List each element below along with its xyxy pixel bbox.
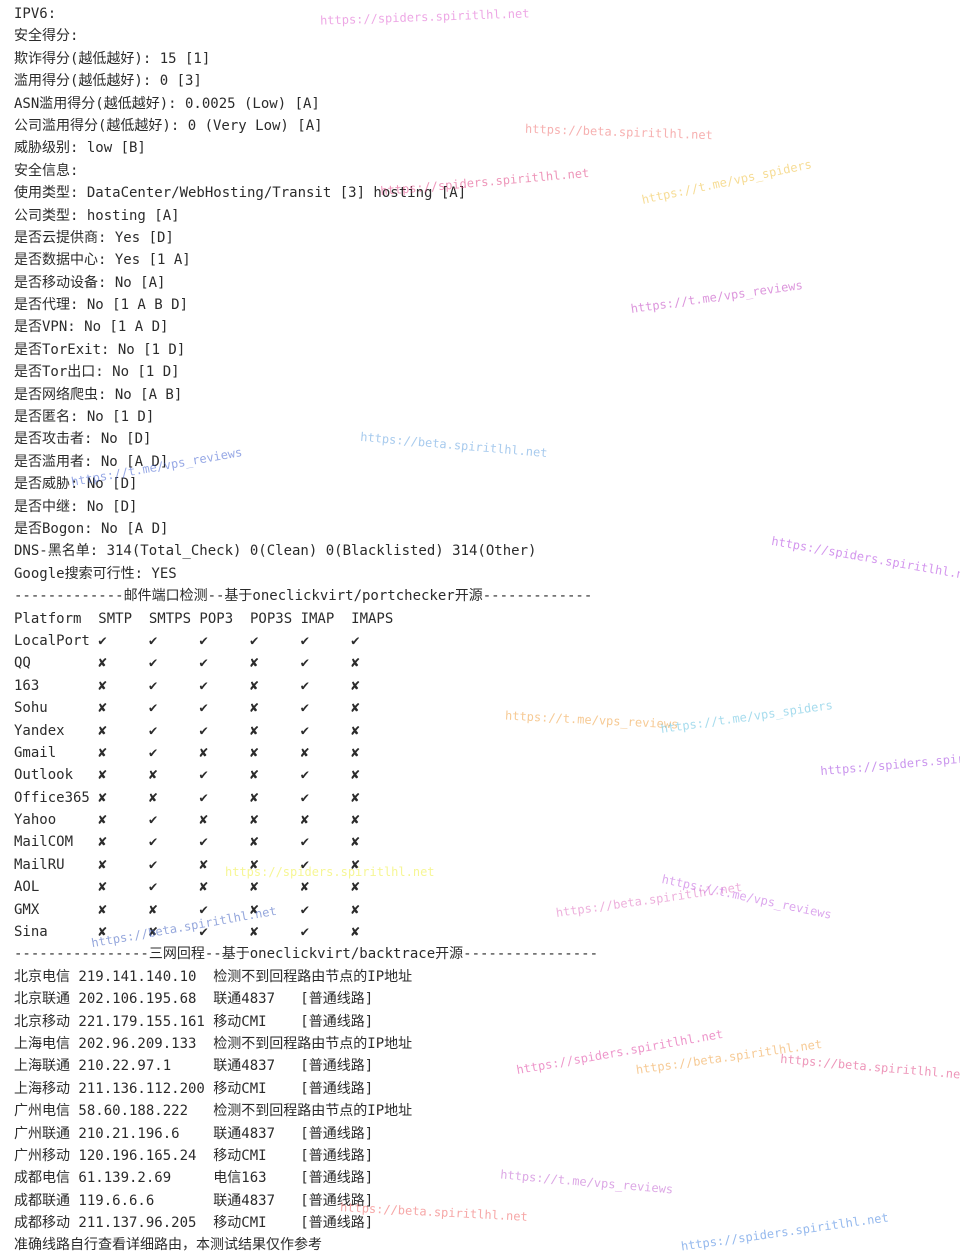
terminal-line: 北京移动 221.179.155.161 移动CMI [普通线路] xyxy=(14,1013,374,1030)
terminal-line: 威胁级别: low [B] xyxy=(14,140,146,157)
terminal-line: ASN滥用得分(越低越好): 0.0025 (Low) [A] xyxy=(14,95,320,112)
terminal-line: -------------邮件端口检测--基于oneclickvirt/port… xyxy=(14,588,593,605)
terminal-line: AOL ✘ ✔ ✘ ✘ ✘ ✘ xyxy=(14,879,360,896)
terminal-line: 是否移动设备: No [A] xyxy=(14,274,166,291)
terminal-output: IPV6: 安全得分: 欺诈得分(越低越好): 15 [1] 滥用得分(越低越好): … xyxy=(14,3,954,1257)
terminal-line: Sina ✘ ✘ ✔ ✘ ✔ ✘ xyxy=(14,924,360,941)
terminal-line: 是否VPN: No [1 A D] xyxy=(14,319,169,336)
terminal-line: 是否网络爬虫: No [A B] xyxy=(14,386,183,403)
terminal-line: 公司类型: hosting [A] xyxy=(14,207,180,224)
terminal-line: 是否中继: No [D] xyxy=(14,498,138,515)
terminal-line: 公司滥用得分(越低越好): 0 (Very Low) [A] xyxy=(14,117,323,134)
terminal-line: 广州联通 210.21.196.6 联通4837 [普通线路] xyxy=(14,1125,374,1142)
terminal-line: 北京电信 219.141.140.10 检测不到回程路由节点的IP地址 xyxy=(14,968,413,985)
terminal-line: GMX ✘ ✘ ✔ ✘ ✔ ✘ xyxy=(14,901,360,918)
terminal-line: Sohu ✘ ✔ ✔ ✘ ✔ ✘ xyxy=(14,700,360,717)
terminal-line: Gmail ✘ ✔ ✘ ✘ ✘ ✘ xyxy=(14,744,360,761)
terminal-line: 安全得分: xyxy=(14,28,79,45)
terminal-line: Outlook ✘ ✘ ✔ ✘ ✔ ✘ xyxy=(14,767,360,784)
terminal-line: 是否Tor出口: No [1 D] xyxy=(14,364,180,381)
terminal-line: ----------------三网回程--基于oneclickvirt/bac… xyxy=(14,946,599,963)
terminal-line: 上海联通 210.22.97.1 联通4837 [普通线路] xyxy=(14,1058,374,1075)
terminal-line: 使用类型: DataCenter/WebHosting/Transit [3] … xyxy=(14,185,467,202)
terminal-line: 是否代理: No [1 A B D] xyxy=(14,297,189,314)
terminal-line: 欺诈得分(越低越好): 15 [1] xyxy=(14,50,211,67)
terminal-line: 是否匿名: No [1 D] xyxy=(14,409,155,426)
terminal-line: 是否TorExit: No [1 D] xyxy=(14,341,186,358)
terminal-line: 是否攻击者: No [D] xyxy=(14,431,152,448)
terminal-line: MailRU ✘ ✔ ✘ ✘ ✔ ✘ xyxy=(14,856,360,873)
terminal-line: MailCOM ✘ ✔ ✔ ✘ ✔ ✘ xyxy=(14,834,360,851)
terminal-line: Google搜索可行性: YES xyxy=(14,565,177,582)
terminal-line: Yahoo ✘ ✔ ✘ ✘ ✘ ✘ xyxy=(14,812,360,829)
terminal-line: 是否数据中心: Yes [1 A] xyxy=(14,252,191,269)
terminal-line: 滥用得分(越低越好): 0 [3] xyxy=(14,73,202,90)
terminal-line: 是否Bogon: No [A D] xyxy=(14,520,169,537)
terminal-line: 上海电信 202.96.209.133 检测不到回程路由节点的IP地址 xyxy=(14,1035,413,1052)
terminal-line: 上海移动 211.136.112.200 移动CMI [普通线路] xyxy=(14,1080,374,1097)
terminal-line: Platform SMTP SMTPS POP3 POP3S IMAP IMAP… xyxy=(14,610,394,627)
terminal-line: 163 ✘ ✔ ✔ ✘ ✔ ✘ xyxy=(14,677,360,694)
terminal-line: Yandex ✘ ✔ ✔ ✘ ✔ ✘ xyxy=(14,722,360,739)
terminal-line: 广州移动 120.196.165.24 移动CMI [普通线路] xyxy=(14,1147,374,1164)
terminal-line: 是否威胁: No [D] xyxy=(14,476,138,493)
terminal-line: IPV6: xyxy=(14,6,57,22)
terminal-line: Office365 ✘ ✘ ✔ ✘ ✔ ✘ xyxy=(14,789,360,806)
terminal-line: 是否滥用者: No [A D] xyxy=(14,453,169,470)
terminal-line: LocalPort ✔ ✔ ✔ ✔ ✔ ✔ xyxy=(14,632,360,649)
terminal-line: 成都联通 119.6.6.6 联通4837 [普通线路] xyxy=(14,1192,374,1209)
terminal-line: 成都电信 61.139.2.69 电信163 [普通线路] xyxy=(14,1170,374,1187)
terminal-line: 是否云提供商: Yes [D] xyxy=(14,229,174,246)
terminal-line: 安全信息: xyxy=(14,162,79,179)
terminal-line: 北京联通 202.106.195.68 联通4837 [普通线路] xyxy=(14,991,374,1008)
terminal-line: 成都移动 211.137.96.205 移动CMI [普通线路] xyxy=(14,1215,374,1232)
terminal-line: 广州电信 58.60.188.222 检测不到回程路由节点的IP地址 xyxy=(14,1103,413,1120)
terminal-line: 准确线路自行查看详细路由，本测试结果仅作参考 xyxy=(14,1237,322,1254)
terminal-line: DNS-黑名单: 314(Total_Check) 0(Clean) 0(Bla… xyxy=(14,543,537,560)
terminal-line: QQ ✘ ✔ ✔ ✘ ✔ ✘ xyxy=(14,655,360,672)
